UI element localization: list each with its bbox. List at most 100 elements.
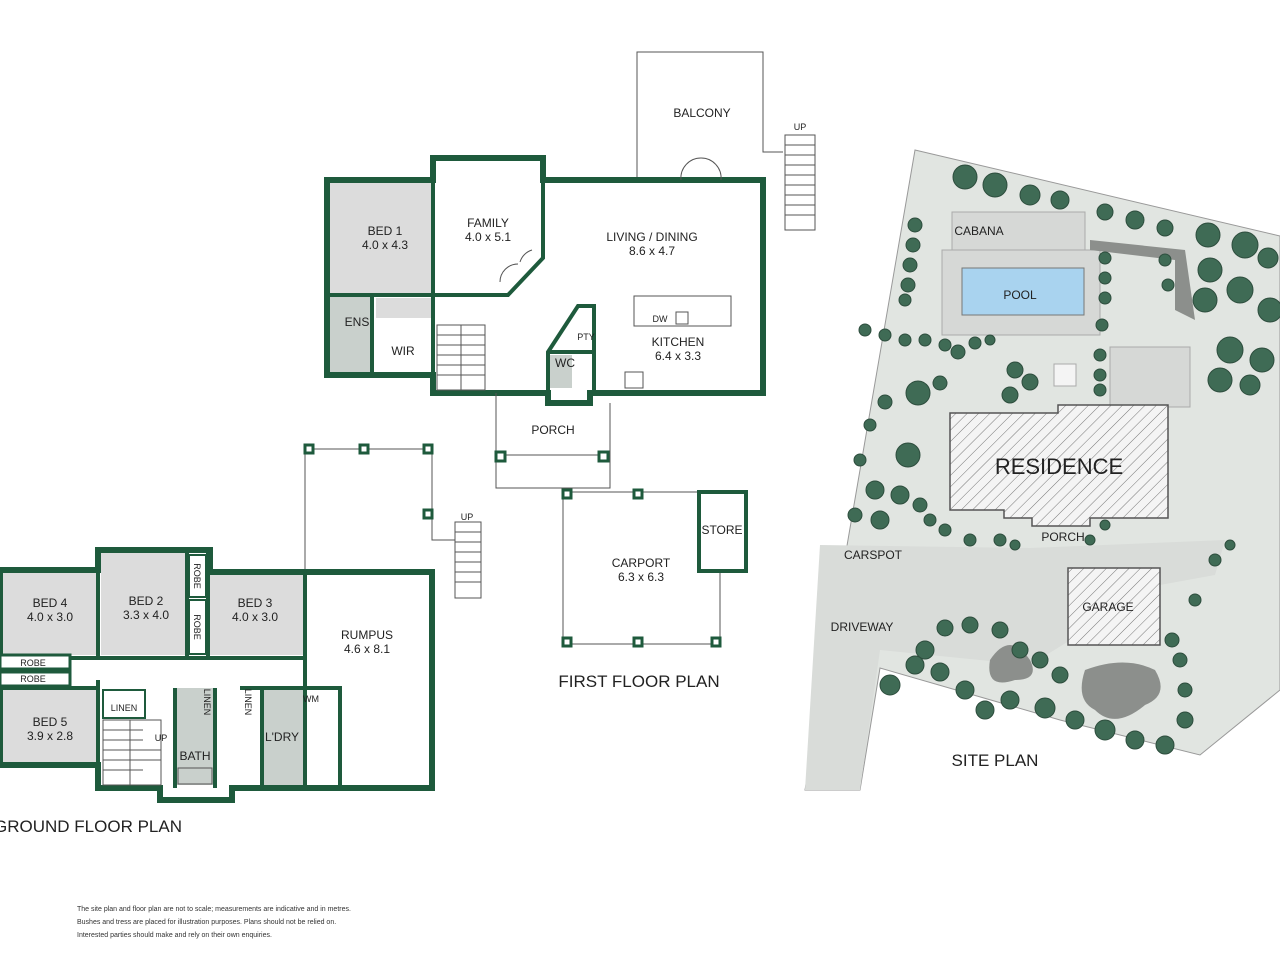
robe-label: ROBE: [20, 658, 46, 668]
balcony-label: BALCONY: [673, 106, 730, 120]
family-doors: [499, 249, 533, 283]
laundry-floor: [264, 688, 304, 785]
bed5-label: BED 5: [33, 715, 68, 729]
bed1-label: BED 1: [368, 224, 403, 238]
deck: [1109, 346, 1191, 408]
tree-icon: [1034, 697, 1056, 719]
tree-icon: [930, 662, 950, 682]
tree-icon: [1065, 710, 1085, 730]
laundry-label: L'DRY: [265, 730, 299, 744]
tree-icon: [863, 418, 877, 432]
tree-icon: [955, 680, 975, 700]
porch: PORCH: [494, 393, 611, 489]
tree-icon: [912, 497, 928, 513]
tree-icon: [898, 293, 912, 307]
deck-stairs-up-label: UP: [461, 512, 474, 522]
tree-icon: [1176, 711, 1194, 729]
tree-icon: [1000, 690, 1020, 710]
tree-icon: [961, 616, 979, 634]
stairs-up-label: UP: [794, 122, 807, 132]
tree-icon: [1095, 318, 1109, 332]
garage-label: GARAGE: [1082, 600, 1133, 614]
tree-icon: [1207, 367, 1233, 393]
first-floor-plan: BALCONY UP BED 1 4.0 x 4.3 FAMILY 4.0 x …: [324, 51, 816, 691]
french-doors: [680, 157, 722, 181]
bed2-label: BED 2: [129, 594, 164, 608]
bed3-floor: [208, 575, 305, 655]
first-floor-title: FIRST FLOOR PLAN: [558, 672, 719, 691]
disclaimer-line: The site plan and floor plan are not to …: [77, 906, 351, 913]
tree-icon: [890, 485, 910, 505]
tree-icon: [1001, 386, 1019, 404]
tree-icon: [1239, 374, 1261, 396]
tree-icon: [963, 533, 977, 547]
tree-icon: [1098, 271, 1112, 285]
driveway-label: DRIVEWAY: [831, 620, 894, 634]
cabana: [951, 211, 1086, 251]
robe-label: ROBE: [20, 674, 46, 684]
tree-icon: [905, 655, 925, 675]
tree-icon: [1177, 682, 1193, 698]
family-label: FAMILY: [467, 216, 509, 230]
bathtub: [177, 767, 213, 785]
dishwasher-label: DW: [653, 314, 668, 324]
disclaimer: The site plan and floor plan are not to …: [77, 903, 351, 942]
pantry-label: PTY: [577, 332, 595, 342]
tree-icon: [950, 344, 966, 360]
tree-icon: [1216, 336, 1244, 364]
linen-label: LINEN: [243, 689, 253, 716]
tree-icon: [1098, 251, 1112, 265]
garden-path: [1090, 240, 1195, 320]
outdoor-table: [1053, 363, 1077, 387]
tree-icon: [1192, 287, 1218, 313]
garage: [1067, 567, 1161, 646]
tree-icon: [915, 640, 935, 660]
washing-machine-label: WM: [303, 694, 319, 704]
tree-icon: [1021, 373, 1039, 391]
tree-icon: [936, 619, 954, 637]
family-dims: 4.0 x 5.1: [465, 230, 511, 244]
tree-icon: [1099, 519, 1111, 531]
tree-icon: [1195, 222, 1221, 248]
tree-icon: [900, 277, 916, 293]
garden-bed: [1081, 662, 1161, 719]
wc-floor: [548, 355, 572, 388]
tree-icon: [902, 257, 918, 273]
tree-icon: [1188, 593, 1202, 607]
tree-icon: [932, 375, 948, 391]
linen-label: LINEN: [111, 703, 138, 713]
tree-icon: [1031, 651, 1049, 669]
tree-icon: [1161, 278, 1175, 292]
stairs: [102, 719, 162, 786]
site-porch-label: PORCH: [1041, 530, 1084, 544]
tree-icon: [1172, 652, 1188, 668]
wc-label: WC: [555, 356, 575, 370]
bed3-label: BED 3: [238, 596, 273, 610]
pool-label: POOL: [1003, 288, 1037, 302]
tree-icon: [1158, 253, 1172, 267]
bath-label: BATH: [179, 749, 210, 763]
tree-icon: [918, 333, 932, 347]
tree-icon: [1094, 719, 1116, 741]
tree-icon: [1006, 361, 1024, 379]
site-plan: CABANA POOL RESIDENCE PORCH CARSPOT DRIV…: [804, 149, 1280, 791]
tree-icon: [1093, 348, 1107, 362]
carport-label: CARPORT: [612, 556, 671, 570]
stairs-up-label: UP: [155, 733, 168, 743]
bed5-dims: 3.9 x 2.8: [27, 729, 73, 743]
rumpus-label: RUMPUS: [341, 628, 393, 642]
pantry-wall: [546, 304, 596, 393]
tree-icon: [1096, 203, 1114, 221]
kitchen-dims: 6.4 x 3.3: [655, 349, 701, 363]
tree-icon: [905, 380, 931, 406]
tree-icon: [1226, 276, 1254, 304]
disclaimer-line: Interested parties should make and rely …: [77, 932, 272, 939]
tree-icon: [1257, 297, 1280, 323]
tree-icon: [1093, 368, 1107, 382]
tree-icon: [938, 338, 952, 352]
tree-icon: [923, 513, 937, 527]
porch-label: PORCH: [531, 423, 574, 437]
tree-icon: [1050, 190, 1070, 210]
tree-icon: [907, 217, 923, 233]
